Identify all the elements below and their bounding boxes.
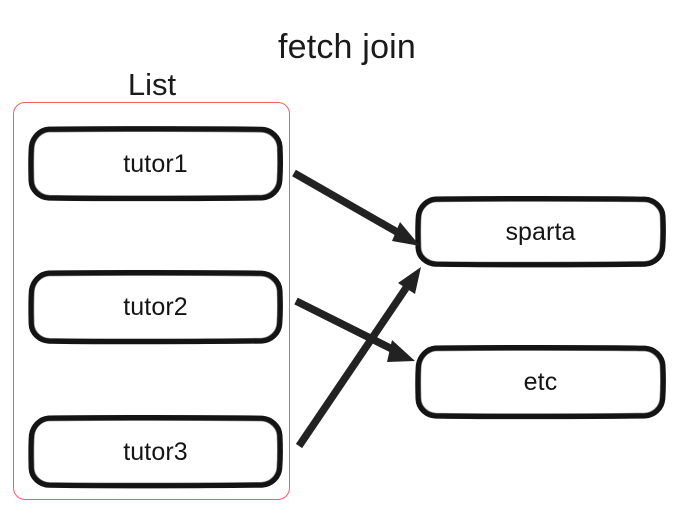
diagram-title: fetch join — [277, 28, 417, 66]
node-tutor3[interactable]: tutor3 — [28, 415, 283, 489]
node-tutor2-label: tutor2 — [123, 293, 188, 321]
node-etc-label: etc — [523, 368, 558, 396]
edge-tutor2-to-etc — [294, 297, 415, 362]
edge-tutor3-to-sparta — [295, 267, 421, 449]
node-tutor1[interactable]: tutor1 — [28, 126, 283, 202]
node-sparta-label: sparta — [505, 217, 576, 246]
node-etc[interactable]: etc — [415, 345, 666, 420]
node-tutor2[interactable]: tutor2 — [28, 270, 283, 345]
node-tutor1-label: tutor1 — [123, 149, 188, 178]
list-group-container — [13, 102, 290, 500]
node-tutor3-label: tutor3 — [123, 437, 188, 466]
group-label-list: List — [127, 67, 177, 102]
edge-tutor1-to-sparta — [292, 169, 420, 246]
node-sparta[interactable]: sparta — [415, 196, 666, 268]
